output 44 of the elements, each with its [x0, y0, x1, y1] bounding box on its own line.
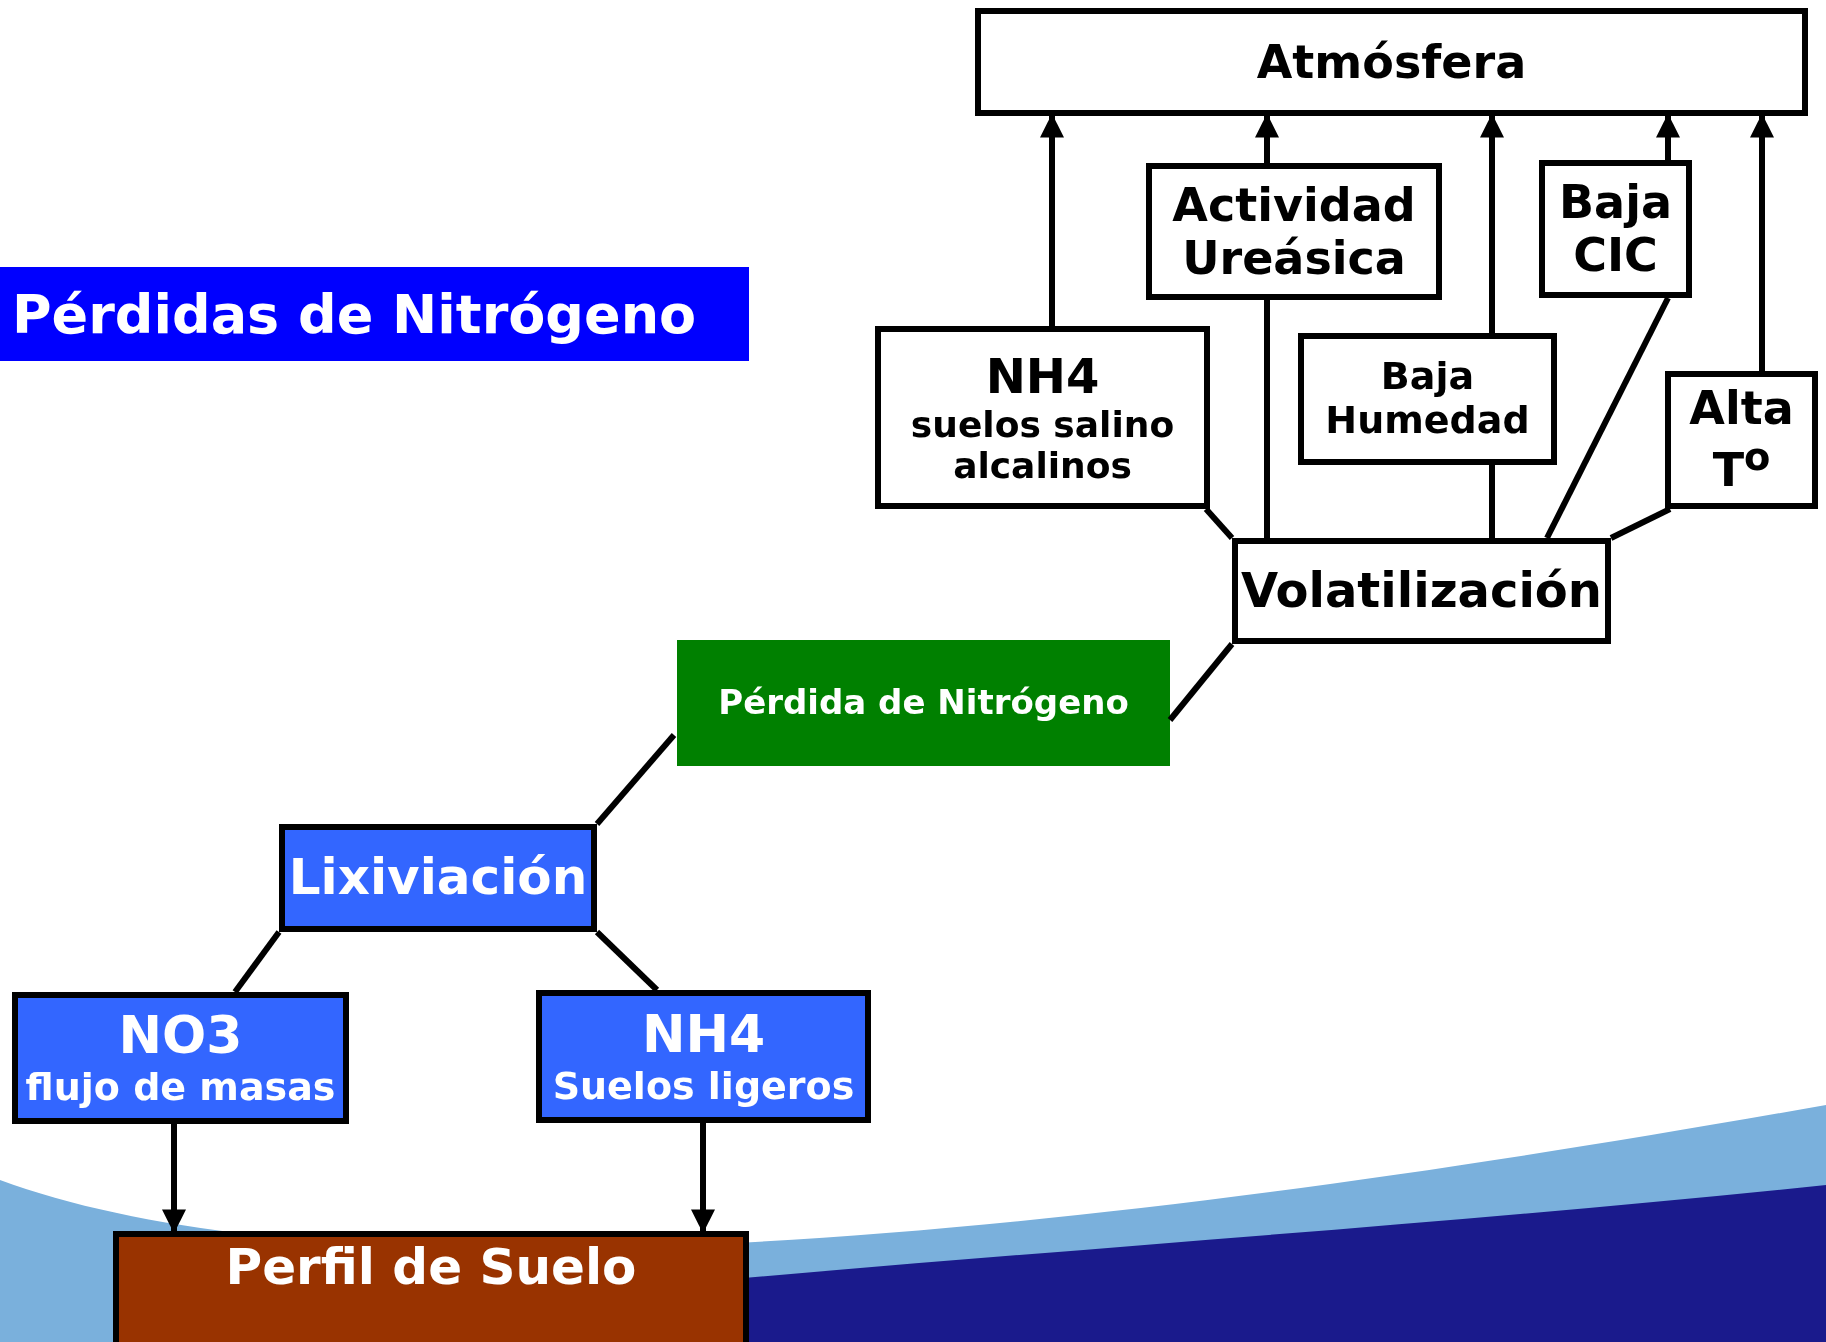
process-box [1232, 538, 1611, 644]
arrow [162, 1124, 186, 1234]
node-title: Pérdida de Nitrógeno [718, 683, 1129, 723]
process-box [1298, 333, 1557, 465]
node-title: Alta T$^{o}$ [1688, 382, 1795, 498]
connector-line [1609, 506, 1672, 541]
loss-box [677, 640, 1170, 766]
node-subtitle: suelos salino alcalinos [909, 403, 1176, 487]
arrow [1255, 113, 1279, 163]
node-title: Perfil de Suelo [225, 1239, 637, 1297]
process-box [1146, 163, 1442, 300]
arrow [1750, 113, 1774, 371]
process-box [279, 824, 597, 932]
arrow [1480, 113, 1504, 333]
node-title: Baja Humedad [1324, 355, 1531, 443]
node-title: NH4 [985, 348, 1100, 404]
node-title: Volatilización [1241, 563, 1602, 619]
node-title: NO3 [118, 1006, 243, 1067]
arrow [691, 1123, 715, 1234]
connector-line [1167, 642, 1235, 722]
node-subtitle: flujo de masas [25, 1066, 336, 1110]
arrow [1656, 113, 1680, 160]
soil-profile-box [113, 1231, 749, 1342]
connector-line [1489, 465, 1495, 538]
node-title: NH4 [641, 1004, 766, 1065]
connector-line [1264, 300, 1270, 538]
process-box [1665, 371, 1818, 509]
arrow [1040, 113, 1064, 326]
connector-line [594, 929, 660, 993]
node-title: Atmósfera [1256, 35, 1527, 89]
process-box [975, 8, 1808, 116]
connector-line [594, 733, 677, 826]
title: Pérdidas de Nitrógeno [12, 282, 697, 346]
node-title: Baja CIC [1558, 176, 1673, 282]
connector-line [1544, 296, 1671, 540]
node-title: Lixiviación [288, 849, 588, 907]
connector-line [1203, 507, 1235, 540]
process-box [536, 990, 871, 1123]
process-box [12, 992, 349, 1124]
node-title: Actividad Ureásica [1171, 178, 1417, 285]
process-box [875, 326, 1210, 509]
connector-line [232, 930, 282, 994]
node-subtitle: Suelos ligeros [552, 1064, 855, 1109]
process-box [1539, 160, 1692, 298]
